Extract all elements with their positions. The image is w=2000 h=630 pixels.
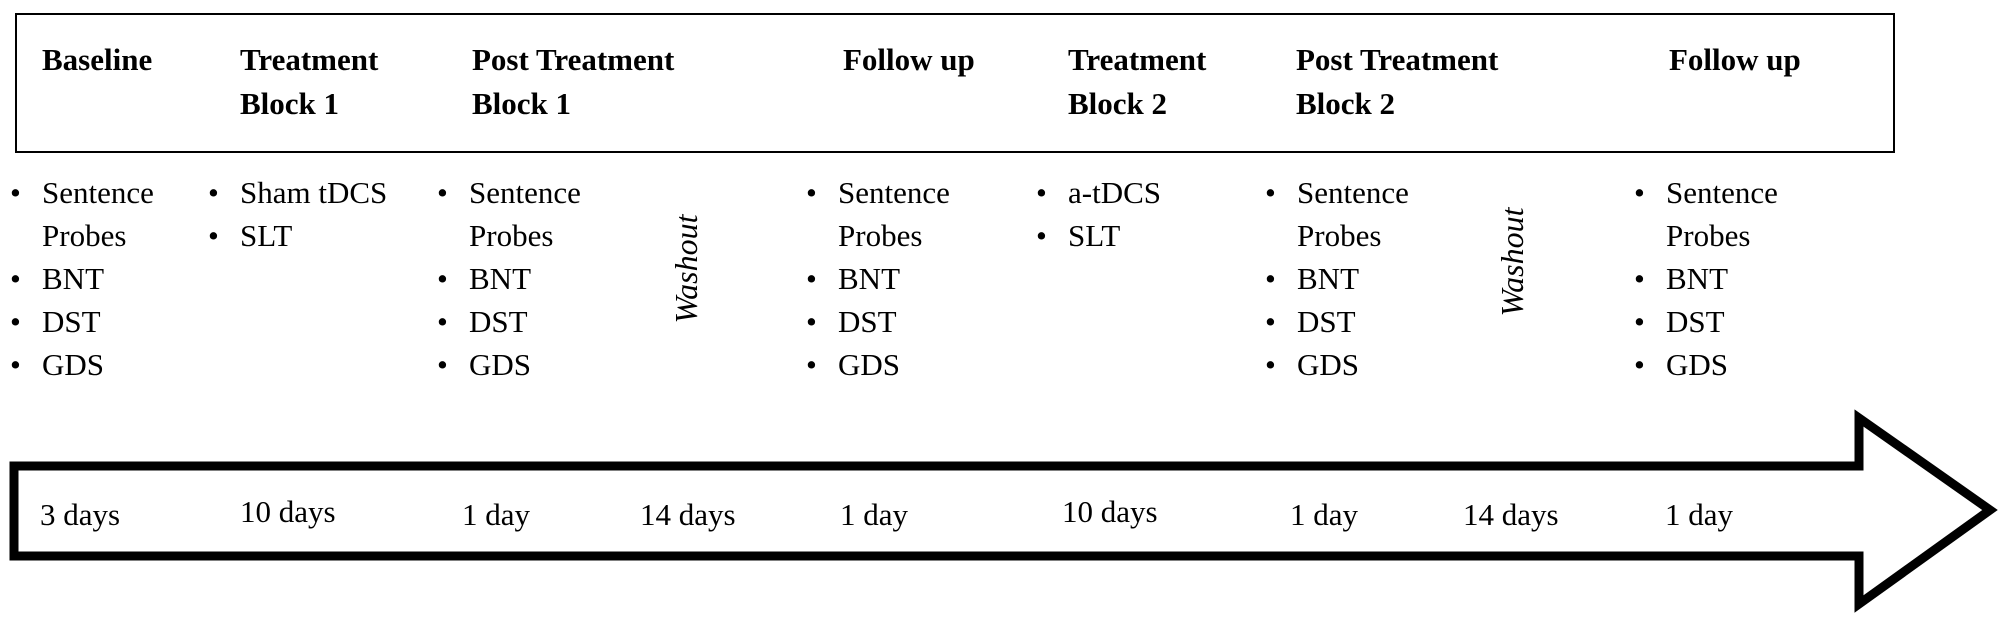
measures-follow-up-1: Sentence Probes BNT DST GDS bbox=[806, 171, 950, 386]
measure-item: SLT bbox=[208, 214, 387, 257]
duration-follow-up-1: 1 day bbox=[840, 497, 909, 532]
phase-title-treatment-block-2: Treatment Block 2 bbox=[1068, 38, 1206, 126]
measure-item: BNT bbox=[10, 257, 154, 300]
measure-item: DST bbox=[806, 300, 950, 343]
measure-item-continuation: Probes bbox=[42, 218, 127, 253]
measure-item: BNT bbox=[1265, 257, 1409, 300]
measures-post-treatment-block-2: Sentence Probes BNT DST GDS bbox=[1265, 171, 1409, 386]
measures-follow-up-2: Sentence Probes BNT DST GDS bbox=[1634, 171, 1778, 386]
phase-title-treatment-block-1: Treatment Block 1 bbox=[240, 38, 378, 126]
measures-baseline: Sentence Probes BNT DST GDS bbox=[10, 171, 154, 386]
phase-title-line: Block 2 bbox=[1296, 86, 1396, 121]
duration-treatment-block-2: 10 days bbox=[1062, 494, 1158, 529]
measure-item: SLT bbox=[1036, 214, 1161, 257]
phase-title-line: Follow up bbox=[843, 42, 975, 77]
phase-title-post-treatment-block-1: Post Treatment Block 1 bbox=[472, 38, 674, 126]
measures-post-treatment-block-1: Sentence Probes BNT DST GDS bbox=[437, 171, 581, 386]
phase-title-follow-up-1: Follow up bbox=[843, 38, 975, 82]
measure-item: BNT bbox=[806, 257, 950, 300]
phase-header-box bbox=[15, 13, 1895, 153]
measure-item: Sentence bbox=[437, 171, 581, 214]
measure-item-continuation: Probes bbox=[1297, 218, 1382, 253]
phase-title-line: Block 1 bbox=[472, 86, 572, 121]
duration-baseline: 3 days bbox=[40, 497, 121, 532]
measure-item: Sentence bbox=[806, 171, 950, 214]
duration-post-treatment-block-1: 1 day bbox=[462, 497, 531, 532]
timeline-arrow-shape bbox=[9, 409, 1998, 613]
measure-item: GDS bbox=[10, 343, 154, 386]
measure-item: a-tDCS bbox=[1036, 171, 1161, 214]
phase-title-line: Follow up bbox=[1669, 42, 1801, 77]
measure-item: GDS bbox=[806, 343, 950, 386]
measure-item: DST bbox=[1634, 300, 1778, 343]
measure-item: GDS bbox=[1634, 343, 1778, 386]
phase-title-follow-up-2: Follow up bbox=[1669, 38, 1801, 82]
phase-title-line: Baseline bbox=[42, 42, 153, 77]
phase-title-line: Block 2 bbox=[1068, 86, 1168, 121]
duration-washout-1: 14 days bbox=[640, 497, 736, 532]
measure-item: Sham tDCS bbox=[208, 171, 387, 214]
phase-title-line: Post Treatment bbox=[472, 42, 675, 77]
duration-post-treatment-block-2: 1 day bbox=[1290, 497, 1359, 532]
measures-treatment-block-2: a-tDCS SLT bbox=[1036, 171, 1161, 257]
phase-title-line: Treatment bbox=[1068, 42, 1207, 77]
measures-treatment-block-1: Sham tDCS SLT bbox=[208, 171, 387, 257]
measure-item: DST bbox=[437, 300, 581, 343]
measure-item: DST bbox=[10, 300, 154, 343]
measure-item: GDS bbox=[1265, 343, 1409, 386]
measure-item-continuation: Probes bbox=[1666, 218, 1751, 253]
measure-item: DST bbox=[1265, 300, 1409, 343]
duration-washout-2: 14 days bbox=[1463, 497, 1559, 532]
measure-item-continuation: Probes bbox=[469, 218, 554, 253]
measure-item: Sentence bbox=[1265, 171, 1409, 214]
duration-follow-up-2: 1 day bbox=[1665, 497, 1734, 532]
measure-item: BNT bbox=[1634, 257, 1778, 300]
phase-title-line: Block 1 bbox=[240, 86, 340, 121]
phase-title-line: Post Treatment bbox=[1296, 42, 1499, 77]
duration-treatment-block-1: 10 days bbox=[240, 494, 336, 529]
measure-item-continuation: Probes bbox=[838, 218, 923, 253]
measure-item: BNT bbox=[437, 257, 581, 300]
measure-item: Sentence bbox=[1634, 171, 1778, 214]
phase-title-line: Treatment bbox=[240, 42, 379, 77]
phase-title-baseline: Baseline bbox=[42, 38, 152, 82]
measure-item: Sentence bbox=[10, 171, 154, 214]
measure-item: GDS bbox=[437, 343, 581, 386]
phase-title-post-treatment-block-2: Post Treatment Block 2 bbox=[1296, 38, 1498, 126]
